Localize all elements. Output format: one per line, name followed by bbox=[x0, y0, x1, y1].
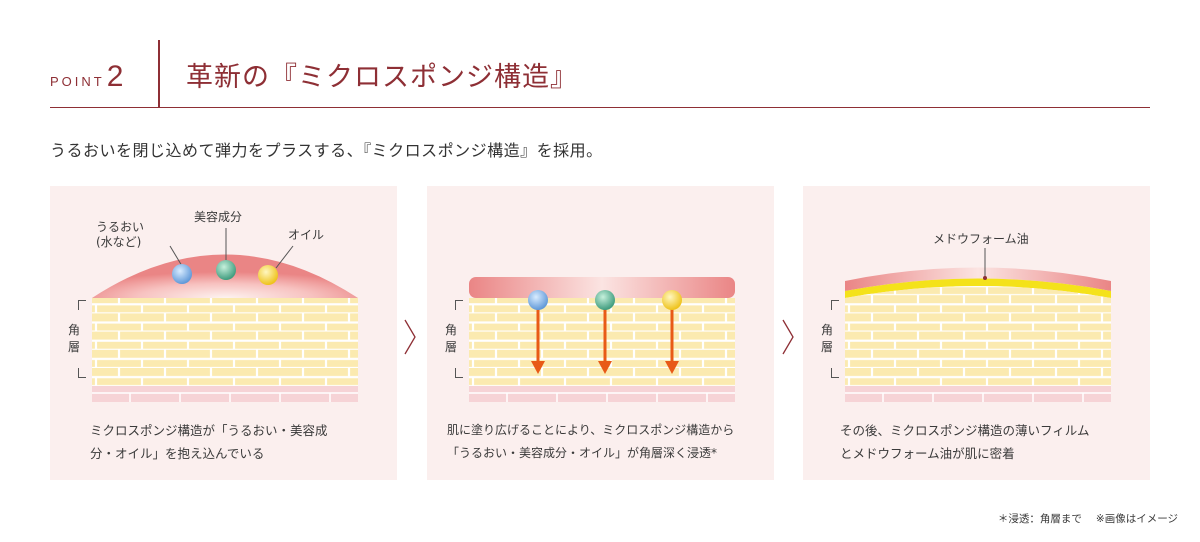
moisture-ball bbox=[172, 264, 192, 284]
chevron-right-icon bbox=[782, 319, 794, 355]
point-word: POINT bbox=[50, 74, 105, 89]
layer-bracket-bottom bbox=[78, 368, 86, 378]
layer-label: 角層 bbox=[67, 323, 80, 354]
stratum-corneum-bricks bbox=[845, 286, 1111, 388]
oil-ball bbox=[662, 290, 682, 310]
panel-step-3: メドウフォーム油 角層 その後、ミクロスポンジ構造の薄いフィルム とメドウフォー… bbox=[803, 186, 1150, 480]
section-header: POINT2 革新の『ミクロスポンジ構造』 bbox=[50, 40, 1150, 108]
moisture-ball bbox=[528, 290, 548, 310]
panel-step-2: 角層 肌に塗り広げることにより、ミクロスポンジ構造から 「うるおい・美容成分・オ… bbox=[427, 186, 774, 480]
layer-bracket-top bbox=[455, 300, 463, 310]
panel-3-caption: その後、ミクロスポンジ構造の薄いフィルム とメドウフォーム油が肌に密着 bbox=[840, 423, 1090, 461]
oil-ball bbox=[258, 265, 278, 285]
layer-bracket-top bbox=[78, 300, 86, 310]
section-title: 革新の『ミクロスポンジ構造』 bbox=[186, 62, 578, 93]
point-number: 2 bbox=[106, 60, 124, 93]
panel-step-1: うるおい (水など) 美容成分 オイル 角層 ミクロスポンジ構造が「うるおい・美… bbox=[50, 186, 397, 480]
stratum-corneum-bricks bbox=[469, 298, 735, 388]
penetration-arrows bbox=[531, 306, 679, 374]
label-oil: オイル bbox=[288, 228, 325, 242]
panel-2-caption: 肌に塗り広げることにより、ミクロスポンジ構造から 「うるおい・美容成分・オイル」… bbox=[447, 423, 735, 460]
skin-illustration-1 bbox=[92, 228, 358, 402]
layer-bracket-top bbox=[831, 300, 839, 310]
layer-bracket-bottom bbox=[831, 368, 839, 378]
beauty-ingredient-ball bbox=[595, 290, 615, 310]
header-divider bbox=[158, 40, 160, 108]
footnotes: ＊浸透：角層まで ※画像はイメージ bbox=[998, 511, 1178, 526]
chevron-right-icon bbox=[404, 319, 416, 355]
layer-label: 角層 bbox=[444, 323, 457, 354]
inner-skin-layer bbox=[845, 386, 1111, 402]
beauty-ingredient-ball bbox=[216, 260, 236, 280]
point-label: POINT2 bbox=[50, 60, 123, 94]
layer-label: 角層 bbox=[820, 323, 833, 354]
skin-illustration-3 bbox=[845, 248, 1111, 402]
meadowfoam-oil-layer bbox=[845, 278, 1111, 298]
label-beauty-ingredient: 美容成分 bbox=[194, 210, 243, 224]
stratum-corneum-bricks bbox=[92, 298, 358, 388]
footnote-image-note: ※画像はイメージ bbox=[1095, 513, 1178, 525]
footnote-penetration: ＊浸透：角層まで bbox=[997, 513, 1082, 525]
inner-skin-layer bbox=[469, 386, 735, 402]
skin-illustration-2 bbox=[469, 277, 735, 402]
panel-1-caption: ミクロスポンジ構造が「うるおい・美容成 分・オイル」を抱え込んでいる bbox=[90, 423, 328, 461]
label-moisture: うるおい (水など) bbox=[96, 220, 145, 249]
section-subtitle: うるおいを閉じ込めて弾力をプラスする、『ミクロスポンジ構造』を採用。 bbox=[50, 141, 603, 160]
inner-skin-layer bbox=[92, 386, 358, 402]
label-meadowfoam-oil: メドウフォーム油 bbox=[933, 232, 1029, 246]
layer-bracket-bottom bbox=[455, 368, 463, 378]
microsponge-film bbox=[845, 267, 1111, 291]
